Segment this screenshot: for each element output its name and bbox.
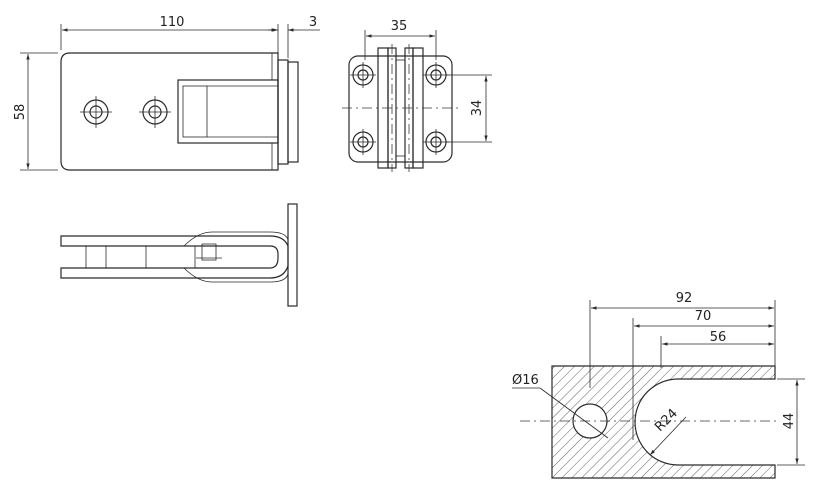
dim-hole-spacing: 34 [470, 100, 485, 117]
side-view: 35 34 [342, 19, 492, 172]
mounting-hole [139, 96, 171, 128]
dim-slot-short: 56 [710, 330, 727, 345]
dim-slot-radius: R24 [652, 406, 681, 435]
mounting-hole [423, 129, 449, 155]
dim-slot-mid: 70 [695, 309, 712, 324]
dim-slot-total: 92 [676, 291, 693, 306]
top-view [60, 203, 298, 307]
mounting-hole [350, 129, 376, 155]
mounting-hole [350, 62, 376, 88]
dim-side-width: 35 [391, 19, 408, 34]
dim-body-length: 110 [160, 15, 185, 30]
mounting-hole [423, 62, 449, 88]
dim-plate-thickness: 3 [309, 15, 317, 30]
dim-hole-diameter: Ø16 [512, 373, 539, 388]
mounting-hole [80, 96, 112, 128]
front-view: 110 3 58 [13, 15, 320, 171]
glass-cutout-detail: Ø16 R24 92 70 56 44 [512, 291, 805, 479]
dim-slot-width: 44 [782, 413, 797, 430]
dim-body-height: 58 [13, 104, 28, 121]
